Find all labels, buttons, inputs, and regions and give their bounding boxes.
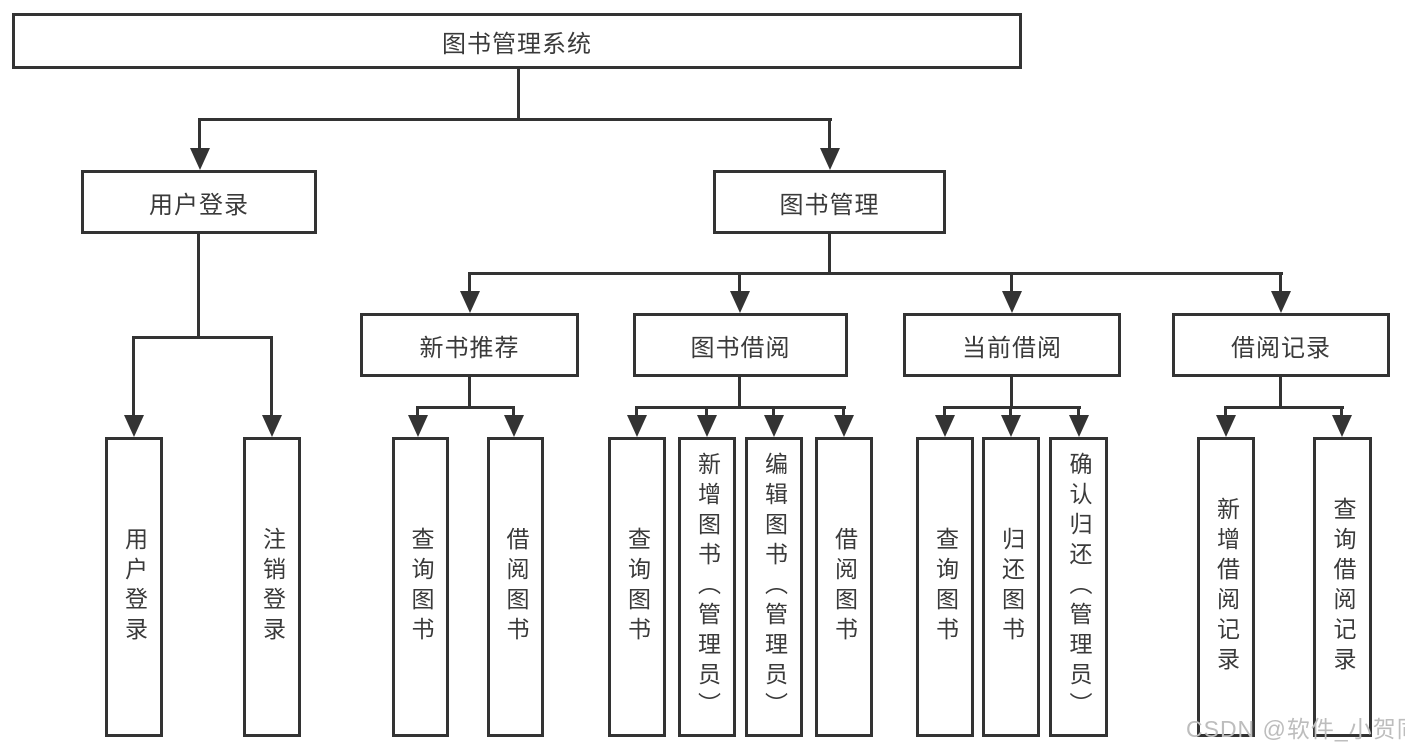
node-library-system: 图书管理系统 [12,13,1022,69]
leaf-cb-return-books: 归还图书 [982,437,1040,737]
leaf-bb-query-books-label: 查询图书 [624,527,651,647]
arrowhead-bb-query [627,415,647,437]
connector-stem-logout-leaf [270,336,273,416]
leaf-bb-edit-books-admin: 编辑图书（管理员） [745,437,803,737]
leaf-user-login-label: 用户登录 [121,527,148,647]
connector-new-book-branch [416,406,515,409]
connector-book-mgmt-drop [828,234,831,272]
arrowhead-logout-leaf [262,415,282,437]
connector-stem-cb-return [1009,406,1012,418]
connector-borrow-record-drop [1279,377,1282,406]
leaf-br-add-record-label: 新增借阅记录 [1213,497,1240,677]
arrowhead-nb-borrow [504,415,524,437]
connector-user-login-drop [197,234,200,336]
arrowhead-br-query [1332,415,1352,437]
connector-borrow-record-branch [1224,406,1344,409]
node-current-borrow: 当前借阅 [903,313,1121,377]
arrowhead-bb-edit [764,415,784,437]
arrowhead-br-add [1216,415,1236,437]
leaf-bb-add-books-admin: 新增图书（管理员） [678,437,736,737]
leaf-br-query-record: 查询借阅记录 [1313,437,1372,737]
leaf-cb-query-books: 查询图书 [916,437,974,737]
arrowhead-cb-query [935,415,955,437]
arrowhead-bb-borrow [834,415,854,437]
connector-root-branch [198,118,832,121]
connector-stem-nb-query [416,406,419,418]
connector-book-borrow-branch [635,406,846,409]
connector-stem-bb-add [705,406,708,418]
leaf-bb-borrow-books-label: 借阅图书 [831,527,858,647]
connector-root-drop [517,69,520,118]
leaf-cb-return-books-label: 归还图书 [998,527,1025,647]
leaf-nb-borrow-books: 借阅图书 [487,437,544,737]
node-current-borrow-label: 当前借阅 [962,334,1062,362]
connector-stem-br-add [1224,406,1227,418]
connector-stem-user-login [198,118,201,152]
leaf-nb-borrow-books-label: 借阅图书 [503,527,529,647]
connector-book-mgmt-branch [468,272,1283,275]
node-book-management-label: 图书管理 [779,191,880,219]
connector-stem-login-leaf [132,336,135,416]
connector-stem-nb-borrow [512,406,515,418]
arrowhead-bb-add [697,415,717,437]
connector-book-borrow-drop [738,377,741,406]
leaf-bb-query-books: 查询图书 [608,437,666,737]
arrowhead-borrow-record [1271,291,1291,313]
leaf-cb-query-books-label: 查询图书 [932,527,959,647]
node-borrow-record: 借阅记录 [1172,313,1390,377]
arrowhead-book-borrow [730,291,750,313]
leaf-bb-borrow-books: 借阅图书 [815,437,873,737]
connector-stem-bb-query [635,406,638,418]
connector-stem-cb-query [943,406,946,418]
connector-stem-book-mgmt [828,118,831,152]
leaf-cb-confirm-return-admin: 确认归还（管理员） [1049,437,1108,737]
leaf-user-login: 用户登录 [105,437,163,737]
csdn-watermark: CSDN @软件_小贺同学 [1186,716,1405,742]
leaf-bb-add-books-admin-label: 新增图书（管理员） [694,452,721,722]
connector-stem-current-borrow [1010,272,1013,293]
connector-stem-cb-confirm [1077,406,1080,418]
leaf-nb-query-books-label: 查询图书 [408,527,434,647]
leaf-nb-query-books: 查询图书 [392,437,449,737]
arrowhead-cb-return [1001,415,1021,437]
arrowhead-current-borrow [1002,291,1022,313]
node-book-management: 图书管理 [713,170,946,234]
connector-stem-new-book [468,272,471,293]
connector-stem-bb-borrow [842,406,845,418]
leaf-logout: 注销登录 [243,437,301,737]
leaf-cb-confirm-return-admin-label: 确认归还（管理员） [1066,452,1092,722]
node-book-borrow-label: 图书借阅 [690,334,791,362]
arrowhead-nb-query [408,415,428,437]
connector-new-book-drop [468,377,471,406]
leaf-logout-label: 注销登录 [259,527,286,647]
connector-stem-br-query [1340,406,1343,418]
connector-stem-book-borrow [738,272,741,293]
node-new-book-recommend: 新书推荐 [360,313,579,377]
arrowhead-user-login [190,148,210,170]
arrowhead-new-book [460,291,480,313]
leaf-bb-edit-books-admin-label: 编辑图书（管理员） [761,452,788,722]
arrowhead-cb-confirm [1069,415,1089,437]
node-new-book-recommend-label: 新书推荐 [419,334,520,362]
node-user-login-label: 用户登录 [149,191,249,219]
node-library-system-label: 图书管理系统 [442,30,592,58]
connector-stem-borrow-record [1279,272,1282,293]
connector-current-borrow-branch [943,406,1081,409]
leaf-br-query-record-label: 查询借阅记录 [1330,497,1356,677]
connector-user-login-branch [132,336,273,339]
arrowhead-book-mgmt [820,148,840,170]
node-borrow-record-label: 借阅记录 [1231,334,1331,362]
node-book-borrow: 图书借阅 [633,313,848,377]
connector-current-borrow-drop [1010,377,1013,406]
connector-stem-bb-edit [772,406,775,418]
node-user-login: 用户登录 [81,170,317,234]
leaf-br-add-record: 新增借阅记录 [1197,437,1255,737]
arrowhead-login-leaf [124,415,144,437]
